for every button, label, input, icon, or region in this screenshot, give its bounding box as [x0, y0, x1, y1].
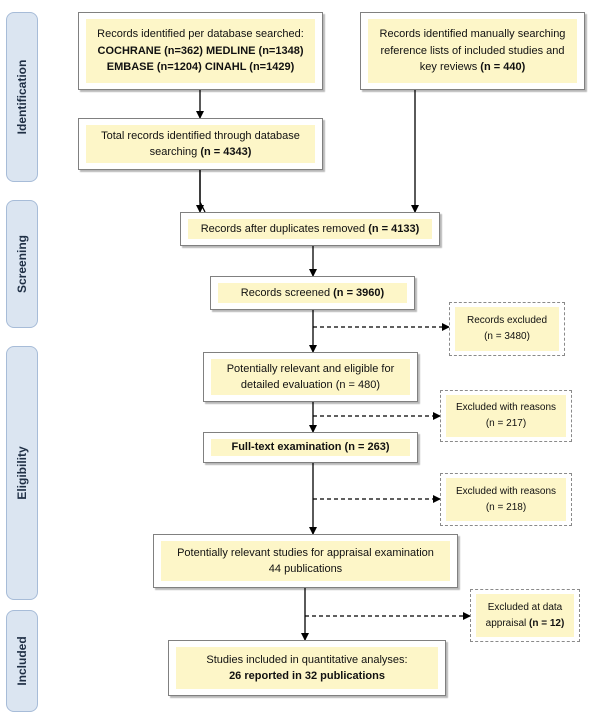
manual-records-line-1: Records identified manually searching — [379, 28, 566, 41]
studies-included-box: Studies included in quantitative analyse… — [168, 640, 446, 696]
phase-eligibility: Eligibility — [6, 346, 38, 600]
excluded-at-appraisal-box: Excluded at data appraisal (n = 12) — [470, 589, 580, 642]
potentially-relevant-box: Potentially relevant and eligible for de… — [203, 352, 418, 402]
duplicates-removed-box: Records after duplicates removed (n = 41… — [180, 212, 440, 246]
records-excluded-box: Records excluded (n = 3480) — [449, 302, 565, 356]
records-screened-text: Records screened — [240, 286, 334, 299]
total-records-count: (n = 4343) — [200, 146, 252, 158]
database-records-line-2: COCHRANE (n=362) MEDLINE (n=1348) — [97, 44, 304, 57]
excluded-with-reasons-1-line-2: (n = 217) — [485, 418, 527, 429]
excluded-with-reasons-1-line-1: Excluded with reasons — [455, 402, 557, 413]
potentially-relevant-line-1: Potentially relevant and eligible for — [226, 362, 395, 375]
excluded-at-appraisal-line-2-text: appraisal — [485, 617, 530, 629]
database-records-box: Records identified per database searched… — [78, 12, 323, 90]
database-records-line-1: Records identified per database searched… — [97, 28, 304, 41]
phase-eligibility-label: Eligibility — [15, 446, 29, 500]
records-excluded-line-1: Records excluded — [466, 315, 548, 326]
database-records-line-3: EMBASE (n=1204) CINAHL (n=1429) — [106, 61, 295, 74]
manual-records-box: Records identified manually searching re… — [360, 12, 585, 90]
appraisal-studies-box: Potentially relevant studies for apprais… — [153, 534, 458, 588]
total-records-box: Total records identified through databas… — [78, 118, 323, 170]
total-records-line-2-text: searching — [149, 146, 201, 158]
excluded-at-appraisal-line-1: Excluded at data — [487, 601, 563, 613]
appraisal-studies-line-1: Potentially relevant studies for apprais… — [177, 546, 434, 559]
potentially-relevant-line-2: detailed evaluation (n = 480) — [240, 379, 381, 391]
manual-records-line-3: key reviews (n = 440) — [420, 59, 525, 76]
records-screened-box: Records screened (n = 3960) — [210, 276, 415, 310]
phase-identification: Identification — [6, 12, 38, 182]
full-text-examination-label: Full-text examination (n = 263) — [231, 441, 390, 454]
excluded-with-reasons-2-box: Excluded with reasons (n = 218) — [440, 473, 572, 526]
excluded-at-appraisal-count: (n = 12) — [529, 617, 565, 629]
duplicates-removed-line: Records after duplicates removed (n = 41… — [201, 221, 420, 238]
manual-records-count: (n = 440) — [480, 61, 526, 74]
excluded-with-reasons-1-box: Excluded with reasons (n = 217) — [440, 390, 572, 442]
studies-included-line-1: Studies included in quantitative analyse… — [206, 653, 408, 666]
manual-records-line-2: reference lists of included studies and — [380, 44, 565, 57]
duplicates-removed-count: (n = 4133) — [368, 222, 420, 235]
arrow-total-to-duplicates — [199, 170, 206, 213]
manual-records-line-3-text: key reviews — [419, 61, 481, 74]
studies-included-line-2: 26 reported in 32 publications — [229, 670, 385, 682]
phase-identification-label: Identification — [15, 59, 29, 135]
records-screened-line: Records screened (n = 3960) — [241, 285, 384, 302]
total-records-line-2: searching (n = 4343) — [150, 144, 252, 161]
full-text-examination-box: Full-text examination (n = 263) — [203, 432, 418, 463]
total-records-line-1: Total records identified through databas… — [101, 129, 300, 142]
duplicates-removed-text: Records after duplicates removed — [200, 222, 369, 235]
phase-screening: Screening — [6, 200, 38, 328]
excluded-at-appraisal-line-2: appraisal (n = 12) — [486, 616, 565, 632]
phase-included: Included — [6, 610, 38, 712]
records-screened-count: (n = 3960) — [333, 286, 385, 299]
appraisal-studies-line-2: 44 publications — [268, 563, 343, 575]
records-excluded-line-2: (n = 3480) — [484, 331, 530, 342]
phase-included-label: Included — [15, 636, 29, 686]
excluded-with-reasons-2-line-2: (n = 218) — [485, 501, 527, 513]
phase-screening-label: Screening — [15, 234, 29, 294]
excluded-with-reasons-2-line-1: Excluded with reasons — [455, 485, 557, 497]
